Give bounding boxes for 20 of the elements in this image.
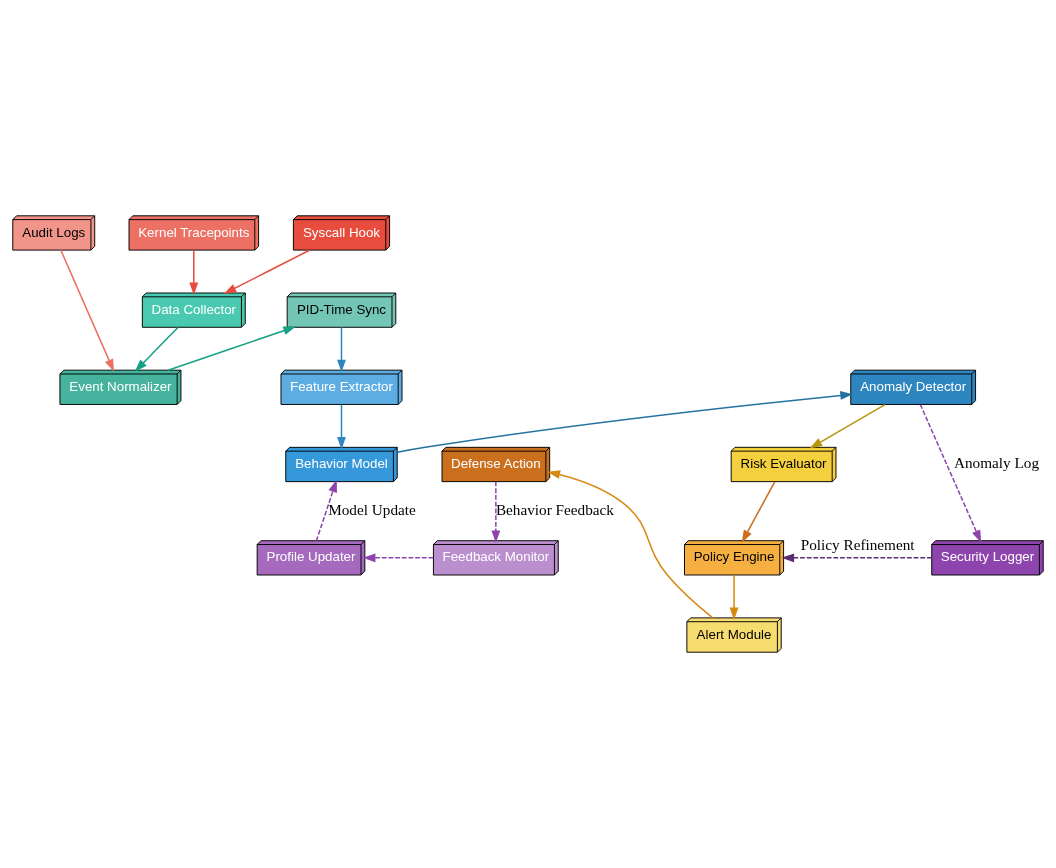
edge-label: Behavior Feedback bbox=[495, 500, 614, 518]
arrow bbox=[223, 249, 311, 294]
arrow bbox=[491, 481, 501, 543]
edge-label: Model Update bbox=[328, 500, 416, 518]
arrow bbox=[729, 574, 739, 621]
arrow bbox=[189, 249, 199, 296]
arrow bbox=[60, 249, 115, 372]
arrow bbox=[781, 553, 933, 563]
arrow bbox=[167, 326, 296, 371]
arrow bbox=[134, 326, 179, 372]
edge-label: Policy Refinement bbox=[800, 536, 915, 554]
arrow bbox=[337, 326, 346, 373]
arrow bbox=[362, 553, 435, 563]
arrow bbox=[741, 481, 776, 543]
edge-label: Anomaly Log bbox=[954, 454, 1040, 472]
arrow bbox=[919, 404, 982, 543]
arrow bbox=[547, 470, 714, 619]
arrow bbox=[337, 403, 346, 450]
arrow bbox=[809, 403, 886, 449]
arrow bbox=[315, 479, 337, 542]
